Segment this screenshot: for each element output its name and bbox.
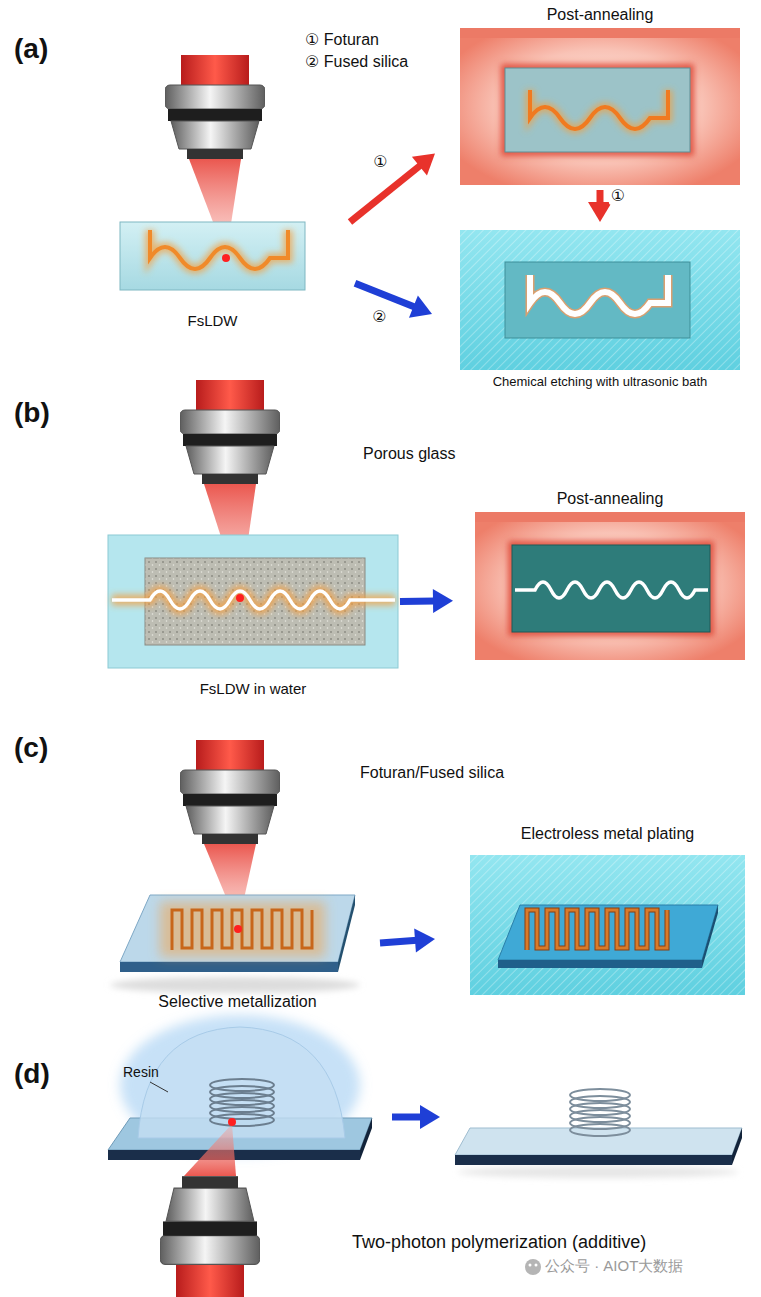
panel-c-plating-bath bbox=[470, 855, 745, 995]
node-text: Post-annealing bbox=[557, 490, 664, 508]
material-label: Porous glass bbox=[363, 445, 456, 463]
panel-a-oven bbox=[460, 28, 740, 185]
panel-label: (a) bbox=[14, 33, 48, 65]
callout-label: Resin bbox=[123, 1064, 159, 1080]
arrow-head bbox=[433, 589, 453, 613]
porous-glass-block: FsLDW in water bbox=[108, 535, 398, 668]
process-arrow bbox=[380, 928, 435, 952]
panel-d-arrow bbox=[392, 1105, 440, 1129]
arrow-shaft bbox=[380, 940, 417, 943]
annealing-oven: Post-annealing bbox=[460, 28, 740, 185]
material-label: Foturan/Fused silica bbox=[360, 764, 504, 782]
panel-a-etch-bath bbox=[460, 230, 740, 370]
node-text: Selective metallization bbox=[158, 993, 316, 1011]
node-text: FsLDW bbox=[188, 312, 238, 329]
panel-a-glass bbox=[120, 222, 305, 290]
panel-c-substrate bbox=[110, 895, 360, 993]
arrow-shaft bbox=[597, 190, 604, 204]
node-text: Post-annealing bbox=[547, 6, 654, 24]
legend-note: ① Foturan bbox=[305, 31, 379, 49]
step-number: ② bbox=[370, 308, 388, 326]
panel-d-result bbox=[455, 1089, 742, 1178]
arrow-head bbox=[588, 202, 612, 222]
panel-d-substrate-resin bbox=[108, 1015, 372, 1160]
node-text: Electroless metal plating bbox=[521, 825, 694, 843]
arrow-shaft bbox=[350, 165, 421, 222]
watermark: 公众号 · AIOT大数据 bbox=[545, 1257, 683, 1274]
arrow-head bbox=[412, 154, 435, 176]
panel-label: (c) bbox=[14, 732, 48, 764]
node-text: Chemical etching with ultrasonic bath bbox=[493, 375, 708, 390]
step-number: ① bbox=[371, 153, 389, 171]
plating-bath: Electroless metal plating bbox=[470, 855, 745, 995]
watermark-icon bbox=[525, 1259, 541, 1275]
panel-label: (d) bbox=[14, 1058, 50, 1090]
arrow-shaft bbox=[400, 598, 435, 605]
panel-d-laser bbox=[160, 1118, 260, 1297]
process-label: Two-photon polymerization (additive) bbox=[352, 1232, 646, 1253]
node-text: FsLDW in water bbox=[200, 680, 307, 697]
glass-substrate: Selective metallization bbox=[120, 895, 355, 975]
process-arrow bbox=[400, 589, 453, 613]
glass-block: FsLDW bbox=[120, 222, 305, 290]
step-number: ① bbox=[609, 187, 627, 205]
process-arrow bbox=[350, 154, 435, 222]
panel-b-porous-glass bbox=[108, 535, 398, 668]
panel-label: (b) bbox=[14, 397, 50, 429]
legend-note: ② Fused silica bbox=[305, 53, 408, 71]
arrow-shaft bbox=[355, 283, 415, 307]
panel-b-oven bbox=[475, 512, 745, 660]
process-arrow bbox=[355, 283, 432, 318]
arrow-head bbox=[409, 295, 432, 317]
etching-bath: Chemical etching with ultrasonic bath bbox=[460, 230, 740, 370]
arrow-head bbox=[414, 928, 435, 952]
annealing-oven: Post-annealing bbox=[475, 512, 745, 660]
